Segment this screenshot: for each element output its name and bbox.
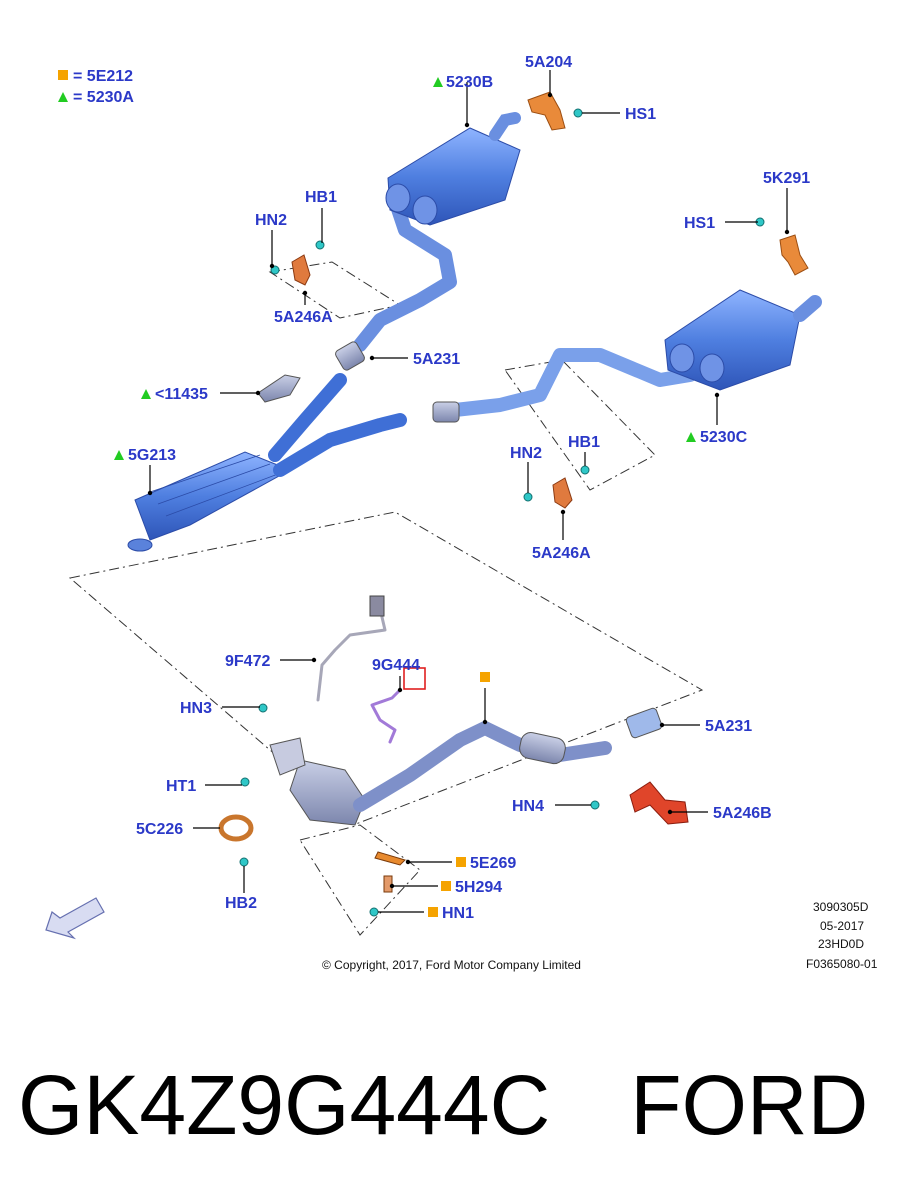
label-5a231-top: 5A231 [413, 351, 460, 368]
spring-5h294 [383, 875, 393, 893]
fastener-hn1 [369, 907, 379, 917]
label-hn1: HN1 [442, 905, 474, 922]
catalytic-converter [269, 737, 366, 826]
label-5h294: 5H294 [455, 879, 502, 896]
heat-shield-11435 [257, 374, 301, 403]
square-icon-5h294 [441, 881, 451, 891]
hanger-5a246a-right [552, 477, 573, 509]
fastener-hn2-left [270, 265, 280, 275]
label-hn4: HN4 [512, 798, 544, 815]
rear-muffler-5230c [664, 289, 822, 391]
legend-square-icon [58, 70, 68, 80]
label-hn2-left: HN2 [255, 212, 287, 229]
copyright-text: © Copyright, 2017, Ford Motor Company Li… [322, 958, 581, 972]
hanger-5a246b [629, 781, 689, 825]
exhaust-parts-diagram: = 5E212 = 5230A 5230B 5A204 HS1 5K291 HS… [45, 54, 878, 972]
part-caption: GK4Z9G444C FORD [18, 1050, 898, 1160]
vehicle-front-arrow-icon [45, 897, 105, 940]
oxygen-sensor-9f472 [316, 598, 387, 702]
mid-pipe-upper [268, 373, 347, 462]
triangle-icon-5g213 [114, 450, 124, 460]
label-hb1-right: HB1 [568, 434, 600, 451]
label-5e269: 5E269 [470, 855, 516, 872]
doc-code-3: 23HD0D [818, 937, 864, 951]
label-5a246b: 5A246B [713, 805, 772, 822]
mid-pipe-lower [273, 413, 407, 477]
lower-assembly-outline [68, 511, 704, 825]
part-number: GK4Z9G444C [18, 1058, 551, 1152]
label-hn3: HN3 [180, 700, 212, 717]
brand-name: FORD [630, 1058, 869, 1152]
gasket-5c226 [218, 814, 254, 842]
mid-pipe-link [353, 193, 457, 352]
label-hn2-right: HN2 [510, 445, 542, 462]
label-hs1-right: HS1 [684, 215, 715, 232]
legend-text-1: = 5E212 [73, 68, 133, 85]
fastener-hs1-top [573, 108, 583, 118]
highlight-9g444 [403, 667, 426, 690]
front-pipe [353, 721, 612, 812]
bracket-5k291 [779, 234, 809, 276]
fastener-hb2 [239, 857, 249, 867]
fastener-hn2-right [523, 492, 533, 502]
triangle-icon-5230b [433, 77, 443, 87]
label-5c226: 5C226 [136, 821, 183, 838]
sensor-connector-9f472 [369, 595, 385, 617]
label-5a246a-right: 5A246A [532, 545, 591, 562]
rear-muffler-5230b [385, 112, 521, 226]
clamp-5a231-mid [432, 401, 460, 423]
legend-text-2: = 5230A [73, 89, 134, 106]
triangle-icon-5230c [686, 432, 696, 442]
oxygen-sensor-9g444 [370, 688, 402, 744]
lower-hardware-outline [299, 824, 421, 936]
leader-lines [147, 70, 790, 913]
square-icon-hn1 [428, 907, 438, 917]
label-5a246a-left: 5A246A [274, 309, 333, 326]
gasket-5e269 [374, 851, 406, 866]
label-5k291: 5K291 [763, 170, 810, 187]
fastener-hb1-right [580, 465, 590, 475]
clamp-5a231-lower [625, 707, 663, 739]
label-5a204: 5A204 [525, 54, 572, 71]
front-resonator [519, 732, 566, 765]
doc-code-2: 05-2017 [820, 919, 864, 933]
doc-code-1: 3090305D [813, 900, 869, 914]
doc-code-4: F0365080-01 [806, 957, 878, 971]
clamp-5a231-upper [335, 341, 365, 371]
label-5230c: 5230C [700, 429, 748, 446]
fastener-hb1-left [315, 240, 325, 250]
front-muffler-5g213 [127, 451, 292, 552]
label-hb1-left: HB1 [305, 189, 337, 206]
square-icon-5e269 [456, 857, 466, 867]
label-5230b: 5230B [446, 74, 493, 91]
bracket-5a204 [527, 91, 566, 131]
label-5g213: 5G213 [128, 447, 176, 464]
label-hb2: HB2 [225, 895, 257, 912]
fastener-hn4 [590, 800, 600, 810]
rear-pipe-right [448, 348, 697, 417]
label-9g444: 9G444 [372, 657, 420, 674]
hanger-5a246a-left [291, 254, 311, 286]
label-5a231-bottom: 5A231 [705, 718, 752, 735]
label-11435: <11435 [155, 386, 208, 403]
label-9f472: 9F472 [225, 653, 270, 670]
triangle-icon-11435 [141, 389, 151, 399]
legend: = 5E212 = 5230A [58, 68, 134, 106]
fastener-ht1 [240, 777, 250, 787]
legend-triangle-icon [58, 92, 68, 102]
fastener-hn3 [258, 703, 268, 713]
square-icon-front-pipe [480, 672, 490, 682]
label-hs1-top: HS1 [625, 106, 656, 123]
label-ht1: HT1 [166, 778, 196, 795]
